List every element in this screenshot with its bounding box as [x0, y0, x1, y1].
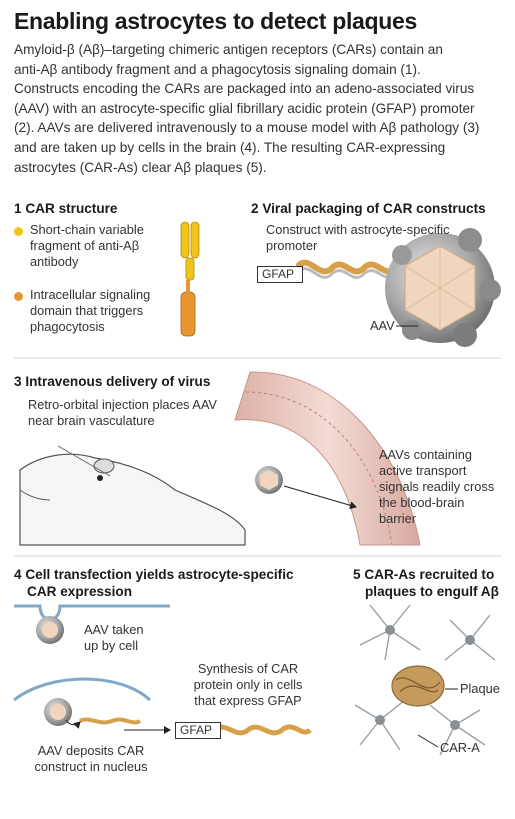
panel3-caption-line: near brain vasculature — [28, 413, 155, 428]
cell-transfection-illustration — [13, 604, 312, 736]
panel3-note-line: AAVs containing — [379, 447, 472, 462]
panel4-uptake-line: up by cell — [84, 638, 139, 653]
panel2-caption-line: promoter — [266, 238, 318, 253]
intro-line: and are taken up by cells in the brain (… — [14, 139, 446, 155]
mouse-illustration — [19, 445, 246, 546]
panel3-caption-line: Retro-orbital injection places AAV — [28, 397, 217, 412]
bullet2-line: Intracellular signaling — [30, 287, 151, 302]
bullet1-line: antibody — [30, 254, 79, 269]
panel4-uptake: AAV taken up by cell — [84, 622, 144, 654]
intro-line: (2). AAVs are delivered intravenously to… — [14, 120, 480, 136]
car-structure-icon — [180, 221, 200, 337]
intro-line: Amyloid-β (Aβ)–targeting chimeric antige… — [14, 42, 443, 57]
bullet2-line: domain that triggers — [30, 303, 144, 318]
panel4-uptake-line: AAV taken — [84, 622, 144, 637]
panel4-deposit: AAV deposits CAR construct in nucleus — [30, 743, 152, 775]
bullet2-line: phagocytosis — [30, 319, 105, 334]
panel5-heading-line: 5 CAR-As recruited to — [353, 567, 495, 582]
panel4-synthesis-line: Synthesis of CAR — [197, 661, 299, 676]
panel2-caption-line: Construct with astrocyte-specific — [266, 222, 450, 237]
panel4-deposit-line: construct in nucleus — [34, 759, 148, 774]
panel3-note-line: active transport — [379, 463, 467, 478]
panel4-heading-line: 4 Cell transfection yields astrocyte-spe… — [14, 567, 294, 582]
bullet1-line: Short-chain variable — [30, 222, 144, 237]
panel4-synthesis-line: protein only in cells — [193, 677, 303, 692]
panel4-heading: 4 Cell transfection yields astrocyte-spe… — [14, 566, 294, 600]
gfap-promoter-label: GFAP — [257, 266, 304, 283]
panel3-note: AAVs containing active transport signals… — [379, 447, 494, 527]
intro-line: astrocytes (CAR-As) clear Aβ plaques (5)… — [14, 159, 267, 175]
intro-line: Constructs encoding the CARs are package… — [14, 81, 475, 97]
intro-line: (AAV) with an astrocyte-specific glial f… — [14, 100, 475, 116]
intro-text: Amyloid-β (Aβ)–targeting chimeric antige… — [14, 40, 504, 177]
figure-title: Enabling astrocytes to detect plaques — [14, 8, 418, 34]
panel2-heading: 2 Viral packaging of CAR constructs — [251, 201, 486, 216]
panel5-heading: 5 CAR-As recruited to plaques to engulf … — [353, 566, 499, 600]
plaque-label: Plaque — [460, 681, 500, 696]
panel4-synthesis: Synthesis of CAR protein only in cells t… — [186, 661, 310, 709]
aav-in-vessel — [255, 466, 357, 510]
panel4-heading-line: CAR expression — [27, 584, 133, 599]
panel2-caption: Construct with astrocyte-specific promot… — [266, 222, 449, 254]
viral-packaging-illustration — [296, 228, 501, 347]
bullet1-text: Short-chain variable fragment of anti-Aβ… — [30, 222, 144, 270]
bullet2-text: Intracellular signaling domain that trig… — [30, 287, 150, 335]
panel3-note-line: barrier — [379, 511, 416, 526]
panel4-synthesis-line: that express GFAP — [194, 693, 302, 708]
panel3-heading: 3 Intravenous delivery of virus — [14, 374, 211, 389]
panel5-heading-line: plaques to engulf Aβ — [365, 584, 499, 599]
astrocyte-plaque-illustration — [354, 604, 496, 756]
orange-bullet-icon — [14, 292, 23, 301]
car-a-label: CAR-A — [440, 740, 480, 755]
panel3-note-line: the blood-brain — [379, 495, 465, 510]
panel1-heading: 1 CAR structure — [14, 201, 118, 216]
bullet1-line: fragment of anti-Aβ — [30, 238, 140, 253]
panel3-caption: Retro-orbital injection places AAV near … — [28, 397, 217, 429]
panel4-deposit-line: AAV deposits CAR — [37, 743, 145, 758]
panel3-note-line: signals readily cross — [379, 479, 495, 494]
aav-label: AAV — [370, 318, 395, 333]
intro-line: anti-Aβ antibody fragment and a phagocyt… — [14, 61, 421, 77]
yellow-bullet-icon — [14, 227, 23, 236]
gfap-label-panel4: GFAP — [175, 722, 222, 739]
vessel-illustration — [234, 371, 421, 546]
